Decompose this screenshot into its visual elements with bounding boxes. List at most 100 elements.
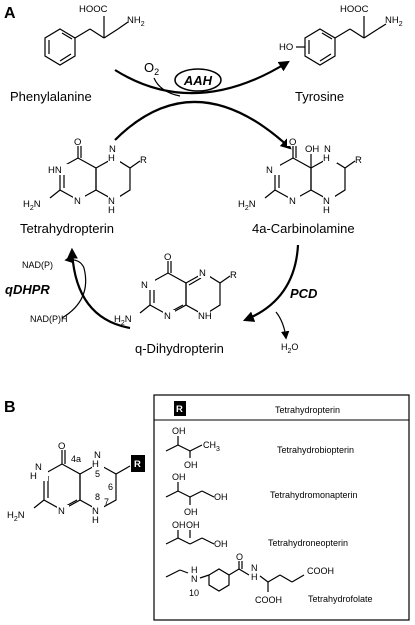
tetrahydropterin-label: Tetrahydropterin <box>20 221 114 236</box>
svg-text:OH: OH <box>172 426 186 436</box>
row-biopterin: Tetrahydrobiopterin <box>277 445 354 455</box>
dihydropterin-structure: O N N N NH H2N R <box>114 251 237 327</box>
svg-text:H: H <box>323 205 330 216</box>
svg-text:N: N <box>108 196 115 207</box>
svg-text:OH: OH <box>172 472 186 482</box>
pcd-arrow <box>242 244 300 322</box>
carbinolamine-structure: O OH N H N N N H H2N R <box>238 136 362 216</box>
svg-text:N: N <box>323 196 330 207</box>
svg-text:OH: OH <box>184 460 198 470</box>
row-neopterin: Tetrahydroneopterin <box>268 538 348 548</box>
svg-text:N: N <box>324 144 331 155</box>
substituent-table-border <box>153 394 410 621</box>
svg-text:4a: 4a <box>71 454 81 464</box>
phenylalanine-label: Phenylalanine <box>10 89 92 104</box>
svg-text:HOOC: HOOC <box>79 4 108 15</box>
svg-text:O: O <box>58 441 65 452</box>
svg-text:N: N <box>289 196 296 207</box>
svg-text:H: H <box>92 459 99 470</box>
svg-text:R: R <box>355 155 362 166</box>
svg-text:N: N <box>266 165 273 176</box>
svg-text:O: O <box>74 137 81 148</box>
svg-text:NH: NH <box>198 311 212 322</box>
svg-text:R: R <box>230 270 237 281</box>
hydroxylation-arrow <box>114 100 292 150</box>
svg-text:H2N: H2N <box>7 510 25 523</box>
svg-text:5: 5 <box>95 469 100 479</box>
svg-text:N: N <box>164 311 171 322</box>
svg-text:OH: OH <box>172 520 186 530</box>
folate-side-chain: H N 10 O H N COOH COOH <box>165 552 334 605</box>
svg-text:R: R <box>134 459 141 470</box>
qdhpr-arrow <box>66 247 131 330</box>
svg-text:R: R <box>140 155 147 166</box>
svg-text:N: N <box>141 280 148 291</box>
svg-text:COOH: COOH <box>255 595 282 605</box>
nadph-label: NAD(P)H <box>30 314 68 324</box>
svg-text:H: H <box>30 471 37 482</box>
monapterin-side-chain: OH OH OH <box>165 472 228 517</box>
svg-text:NH2: NH2 <box>385 15 403 28</box>
svg-text:OH: OH <box>186 520 200 530</box>
svg-text:N: N <box>199 268 206 279</box>
table-header-r: R <box>176 404 183 415</box>
panel-label-b: B <box>4 399 16 416</box>
svg-text:OH: OH <box>214 492 228 502</box>
panel-label-a: A <box>4 5 16 22</box>
phenylalanine-structure: HOOC NH2 <box>44 4 145 66</box>
svg-text:O: O <box>236 552 243 562</box>
svg-text:10: 10 <box>189 588 199 598</box>
svg-text:H: H <box>191 565 198 575</box>
biopterin-side-chain: OH OH CH3 <box>165 426 220 470</box>
dihydropterin-label: q-Dihydropterin <box>135 341 224 356</box>
svg-text:OH: OH <box>184 507 198 517</box>
svg-text:N: N <box>191 574 198 584</box>
svg-text:H2N: H2N <box>23 199 41 212</box>
svg-text:OH: OH <box>305 144 319 155</box>
svg-text:HOOC: HOOC <box>340 4 369 15</box>
o2-label: O2 <box>144 60 159 77</box>
svg-text:N: N <box>58 506 65 517</box>
pcd-enzyme-label: PCD <box>290 286 318 301</box>
nadph-arrow <box>61 254 87 319</box>
svg-text:N: N <box>94 450 101 461</box>
svg-text:N: N <box>74 196 81 207</box>
svg-text:H: H <box>251 572 258 582</box>
svg-text:N: N <box>35 462 42 473</box>
svg-text:H: H <box>108 153 115 164</box>
water-arrow <box>275 311 290 340</box>
row-monapterin: Tetrahydromonapterin <box>270 490 358 500</box>
water-label: H2O <box>281 342 298 355</box>
nadp-label: NAD(P) <box>22 260 53 270</box>
svg-text:COOH: COOH <box>307 566 334 576</box>
svg-text:H2N: H2N <box>238 199 256 212</box>
svg-text:N: N <box>251 563 258 573</box>
svg-text:CH3: CH3 <box>203 440 220 453</box>
tyrosine-structure: HO HOOC NH2 <box>279 4 403 66</box>
tetrahydropterin-structure: O HN H N N N H H2N R <box>23 136 147 216</box>
carbinolamine-label: 4a-Carbinolamine <box>252 221 355 236</box>
svg-text:N: N <box>92 506 99 517</box>
aah-enzyme-label: AAH <box>183 73 213 88</box>
svg-text:NH2: NH2 <box>127 15 145 28</box>
svg-text:O: O <box>289 137 296 148</box>
svg-text:H2N: H2N <box>114 314 132 327</box>
svg-text:8: 8 <box>95 492 100 502</box>
aah-enzyme-ellipse <box>174 68 222 92</box>
svg-text:H: H <box>92 515 99 526</box>
svg-text:7: 7 <box>104 497 109 507</box>
svg-text:H: H <box>108 205 115 216</box>
numbered-pterin-structure: O H N H N N N H H2N 4a 5 6 7 8 R <box>7 440 145 526</box>
svg-text:6: 6 <box>108 482 113 492</box>
svg-text:HO: HO <box>279 42 293 53</box>
svg-text:H: H <box>323 153 330 164</box>
table-header-name: Tetrahydropterin <box>275 405 340 415</box>
o2-arrow <box>153 77 181 97</box>
table-header-r-box <box>174 401 186 416</box>
svg-text:N: N <box>109 144 116 155</box>
tyrosine-label: Tyrosine <box>295 89 344 104</box>
svg-text:HN: HN <box>48 165 62 176</box>
row-folate: Tetrahydrofolate <box>308 594 373 604</box>
qdhpr-enzyme-label: qDHPR <box>5 282 50 297</box>
